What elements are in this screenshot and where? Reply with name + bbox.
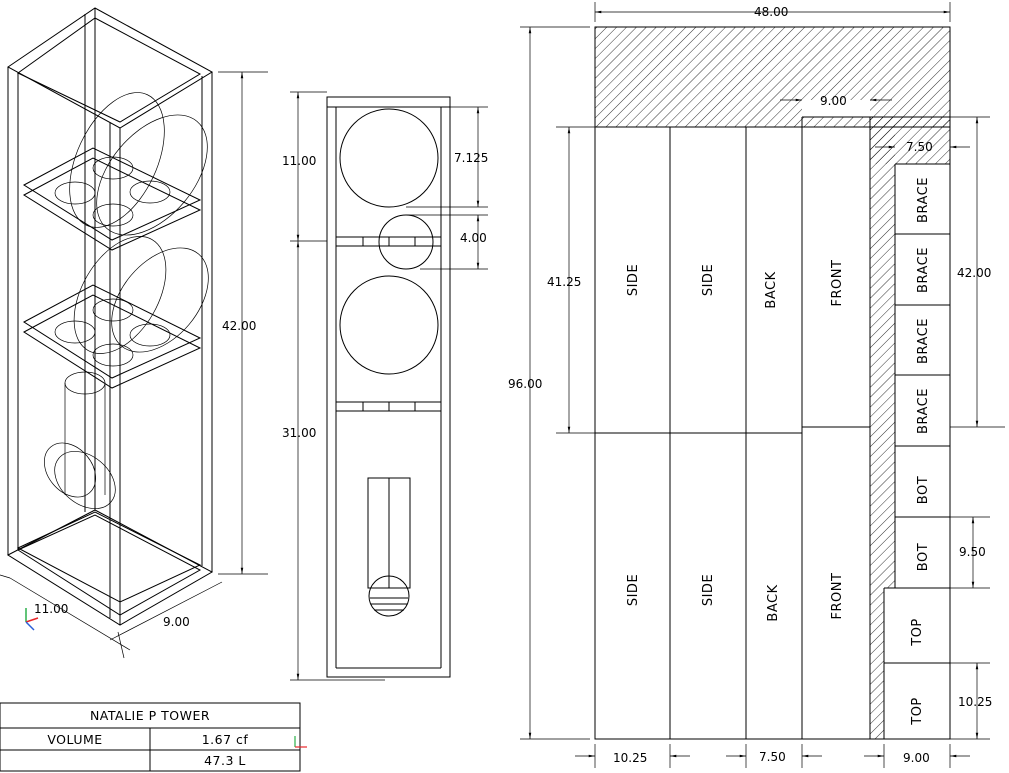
panel-brace-2: BRACE (916, 247, 931, 293)
panel-side-3: SIDE (626, 574, 641, 606)
panel-side-1: SIDE (626, 264, 641, 296)
front-bottom-dim: 31.00 (282, 426, 316, 440)
front-tweeter-dim: 4.00 (460, 231, 487, 245)
volume-cf: 1.67 cf (202, 732, 249, 747)
iso-depth-dim: 11.00 (34, 602, 68, 616)
brace-stack-dim: 42.00 (957, 266, 991, 280)
panel-brace-4: BRACE (916, 388, 931, 434)
bottom-dim-b: 7.50 (759, 750, 786, 764)
front-driver-offset-dim: 7.125 (454, 151, 488, 165)
panel-back-1: BACK (764, 271, 779, 308)
panel-brace-1: BRACE (916, 177, 931, 223)
title-block: NATALIE P TOWER VOLUME 1.67 cf 47.3 L (0, 702, 307, 772)
volume-l: 47.3 L (204, 753, 246, 768)
bottom-dim-c: 9.00 (903, 751, 930, 765)
cut-sheet: SIDE SIDE BACK FRONT SIDE SIDE BACK FRON… (508, 2, 1005, 768)
brace-width-dim: 7.50 (906, 140, 933, 154)
sheet-height-dim: 96.00 (508, 377, 542, 391)
ucs-icon (25, 608, 39, 631)
panel-labels: SIDE SIDE BACK FRONT SIDE SIDE BACK FRON… (626, 177, 931, 726)
ucs-small-icon (294, 736, 307, 748)
panel-bot-1: BOT (916, 476, 931, 504)
panel-side-2: SIDE (701, 264, 716, 296)
sheet-width-dim: 48.00 (754, 5, 788, 19)
bot-height-dim: 9.50 (959, 545, 986, 559)
panel-top-1: TOP (910, 618, 925, 647)
front-strip-dim: 9.00 (820, 94, 847, 108)
panel-side-4: SIDE (701, 574, 716, 606)
panel-top-2: TOP (910, 697, 925, 726)
panel-front-2: FRONT (830, 573, 845, 620)
volume-label: VOLUME (47, 732, 102, 747)
panel-front-1: FRONT (830, 260, 845, 307)
panel-brace-3: BRACE (916, 318, 931, 364)
panel-back-2: BACK (766, 584, 781, 621)
front-top-dim: 11.00 (282, 154, 316, 168)
title-name: NATALIE P TOWER (90, 708, 210, 723)
iso-width-dim: 9.00 (163, 615, 190, 629)
panel-length-dim: 41.25 (547, 275, 581, 289)
iso-height-dim: 42.00 (222, 319, 256, 333)
top-height-dim: 10.25 (958, 695, 992, 709)
isometric-view: 42.00 11.00 9.00 (0, 7, 268, 659)
bottom-dim-a: 10.25 (613, 751, 647, 765)
panel-bot-2: BOT (916, 543, 931, 571)
front-view: 11.00 31.00 7.125 4.00 (282, 91, 488, 681)
